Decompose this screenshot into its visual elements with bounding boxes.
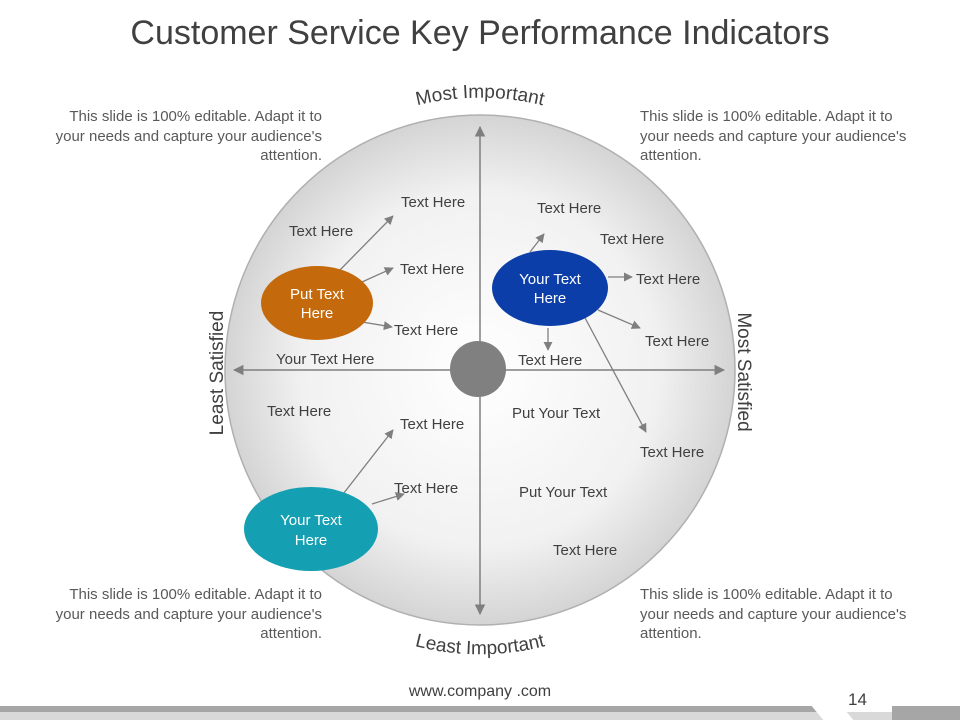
diagram-labels: Text Here Text Here Text Here Text Here … <box>267 194 709 559</box>
label-q2-e: Text Here <box>518 352 582 369</box>
label-q3-c: Text Here <box>394 480 458 497</box>
svg-text:Here: Here <box>301 305 334 322</box>
arrow-blue-1 <box>529 233 545 253</box>
footer-bar-right <box>892 706 960 720</box>
svg-text:Put Text: Put Text <box>290 286 345 303</box>
label-q1-e: Your Text Here <box>276 351 374 368</box>
label-q1-c: Text Here <box>400 261 464 278</box>
label-q2-b: Text Here <box>600 231 664 248</box>
oval-orange: Put Text Here <box>261 266 373 340</box>
axis-label-top: Most Important <box>414 82 547 111</box>
page-title: Customer Service Key Performance Indicat… <box>130 14 830 52</box>
arrow-orange-1 <box>337 215 394 273</box>
axis-label-bottom: Least Important <box>413 630 547 659</box>
label-q1-a: Text Here <box>289 223 353 240</box>
connector-arrows <box>337 215 647 505</box>
label-q4-c: Text Here <box>553 542 617 559</box>
axes <box>232 125 726 616</box>
svg-text:Here: Here <box>534 290 567 307</box>
page-number: 14 <box>848 690 867 709</box>
center-dot <box>450 341 506 397</box>
label-q1-d: Text Here <box>394 322 458 339</box>
axis-label-right: Most Satisfied <box>733 312 754 431</box>
svg-text:Here: Here <box>295 532 328 549</box>
label-q1-b: Text Here <box>401 194 465 211</box>
arrow-orange-3 <box>361 321 393 331</box>
label-q3-b: Text Here <box>400 416 464 433</box>
arrow-blue-5 <box>583 315 647 433</box>
footer-bar-light <box>0 712 960 720</box>
oval-teal: Your Text Here <box>244 487 378 571</box>
arrow-teal-1 <box>339 429 394 499</box>
label-q2-d: Text Here <box>645 333 709 350</box>
label-q2-a: Text Here <box>537 200 601 217</box>
label-q4-b: Put Your Text <box>519 484 608 501</box>
arrow-blue-3 <box>597 309 641 329</box>
oval-blue: Your Text Here <box>492 250 608 326</box>
svg-text:Your Text: Your Text <box>280 512 343 529</box>
svg-text:Your Text: Your Text <box>519 271 582 288</box>
note-bottom-left: This slide is 100% editable. Adapt it to… <box>55 586 322 642</box>
arrow-orange-2 <box>361 267 394 283</box>
label-q2-c: Text Here <box>636 271 700 288</box>
label-q2-f: Text Here <box>640 444 704 461</box>
arrow-teal-2 <box>371 492 405 505</box>
note-bottom-right: This slide is 100% editable. Adapt it to… <box>640 586 907 642</box>
label-q3-a: Text Here <box>267 403 331 420</box>
footer-url[interactable]: www.company .com <box>408 683 552 700</box>
label-q4-a: Put Your Text <box>512 405 601 422</box>
axis-label-left: Least Satisfied <box>207 311 228 436</box>
note-top-left: This slide is 100% editable. Adapt it to… <box>55 108 322 164</box>
note-top-right: This slide is 100% editable. Adapt it to… <box>640 108 907 164</box>
